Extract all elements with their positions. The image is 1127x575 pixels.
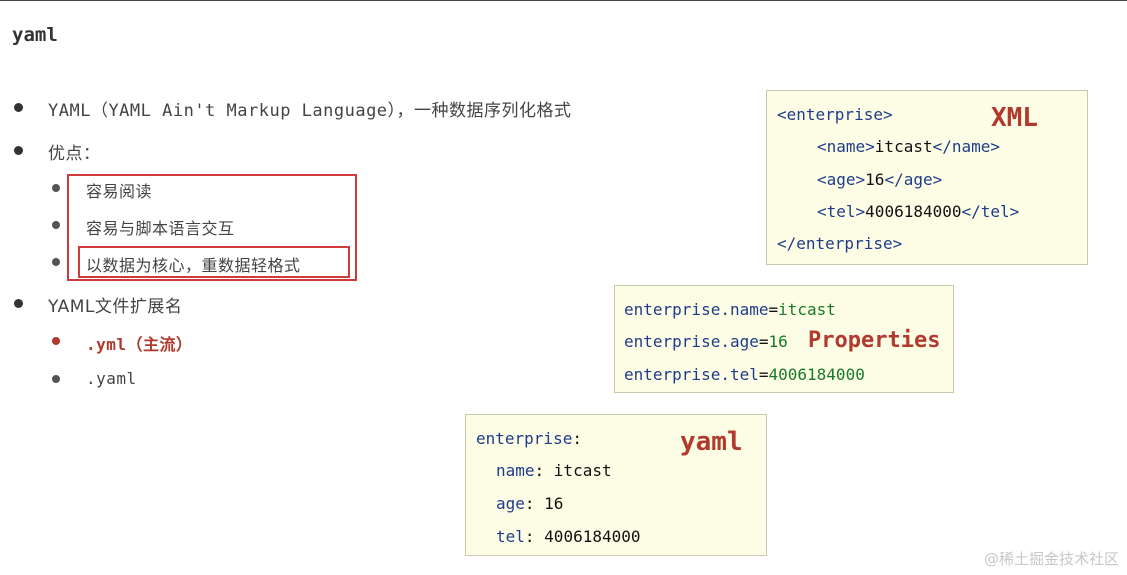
- page-title: yaml: [12, 24, 58, 46]
- core-data-highlight-box: [78, 246, 350, 278]
- extension-yml: .yml（主流）: [86, 335, 193, 354]
- xml-line: </enterprise>: [777, 234, 903, 253]
- xml-line: <age>16</age>: [817, 170, 943, 189]
- sub-bullet-icon: [52, 258, 60, 266]
- advantages-label: 优点：: [48, 144, 101, 164]
- properties-line: enterprise.age=16: [624, 332, 788, 351]
- properties-line: enterprise.tel=4006184000: [624, 365, 865, 384]
- bullet-icon: [14, 299, 23, 308]
- intro-text: YAML（YAML Ain't Markup Language），一种数据序列化…: [48, 101, 572, 121]
- yaml-line: tel: 4006184000: [496, 527, 641, 546]
- xml-line: <tel>4006184000</tel>: [817, 202, 1020, 221]
- extension-yaml: .yaml: [86, 369, 137, 388]
- xml-code-box: XML <enterprise> <name>itcast</name> <ag…: [766, 90, 1088, 265]
- yaml-line: enterprise:: [476, 429, 582, 448]
- properties-line: enterprise.name=itcast: [624, 300, 836, 319]
- properties-code-box: enterprise.name=itcast enterprise.age=16…: [614, 285, 954, 393]
- bullet-icon: [14, 103, 23, 112]
- extension-label: YAML文件扩展名: [48, 297, 183, 317]
- top-divider: [0, 0, 1127, 1]
- sub-bullet-icon: [52, 375, 60, 383]
- xml-line: <name>itcast</name>: [817, 137, 1001, 156]
- sub-bullet-icon: [52, 337, 60, 345]
- properties-label: Properties: [808, 328, 941, 353]
- advantage-item: 容易与脚本语言交互: [86, 219, 235, 238]
- sub-bullet-icon: [52, 221, 60, 229]
- yaml-code-box: enterprise: name: itcast age: 16 tel: 40…: [465, 414, 767, 556]
- yaml-line: age: 16: [496, 494, 564, 513]
- yaml-label: yaml: [680, 427, 743, 457]
- sub-bullet-icon: [52, 184, 60, 192]
- watermark: @稀土掘金技术社区: [983, 550, 1119, 568]
- xml-line: <enterprise>: [777, 105, 893, 124]
- advantages-highlight-box: [67, 174, 357, 281]
- xml-label: XML: [991, 103, 1038, 133]
- bullet-icon: [14, 146, 23, 155]
- advantage-item: 容易阅读: [86, 182, 153, 201]
- advantage-item: 以数据为核心，重数据轻格式: [86, 256, 301, 275]
- yaml-line: name: itcast: [496, 461, 612, 480]
